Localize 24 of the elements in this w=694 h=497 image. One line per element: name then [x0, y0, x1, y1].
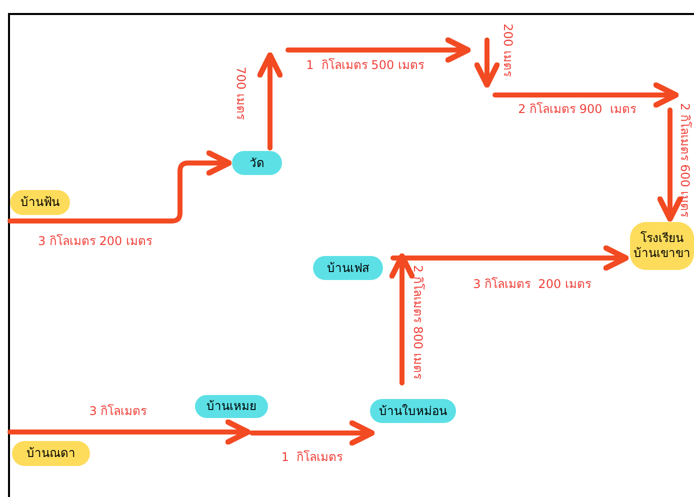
distance-label: 1 กิโลเมตร 500 เมตร	[306, 59, 424, 71]
distance-label: 3 กิโลเมตร 200 เมตร	[473, 278, 591, 290]
arrow	[8, 150, 232, 224]
arrow	[390, 245, 629, 271]
place-node: วัด	[232, 151, 282, 175]
place-node: บ้านณดา	[12, 441, 90, 466]
distance-label: 3 กิโลเมตร	[89, 405, 147, 417]
distance-label: 2 กิโลเมตร 900 เมตร	[518, 103, 636, 115]
place-node: บ้านเฟส	[313, 256, 383, 280]
distance-label: 2 กิโลเมตร 800 เมตร	[412, 265, 424, 379]
arrow	[250, 420, 375, 446]
distance-label: 1 กิโลเมตร	[281, 451, 343, 463]
arrow	[389, 253, 415, 386]
distance-label: 3 กิโลเมตร 200 เมตร	[38, 235, 152, 247]
place-node: โรงเรียน บ้านเขาขา	[630, 222, 694, 270]
distance-label: 2 กิโลเมตร 600 เมตร	[679, 103, 691, 217]
arrow	[8, 419, 251, 445]
arrow	[657, 108, 683, 222]
place-node: บ้านใบหม่อน	[370, 399, 456, 423]
place-node: บ้านเหมย	[195, 395, 268, 418]
distance-label: 700 เมตร	[235, 66, 247, 120]
arrow	[257, 52, 283, 150]
place-node: บ้านฟ้น	[10, 190, 70, 215]
distance-label: 200 เมตร	[502, 24, 514, 76]
